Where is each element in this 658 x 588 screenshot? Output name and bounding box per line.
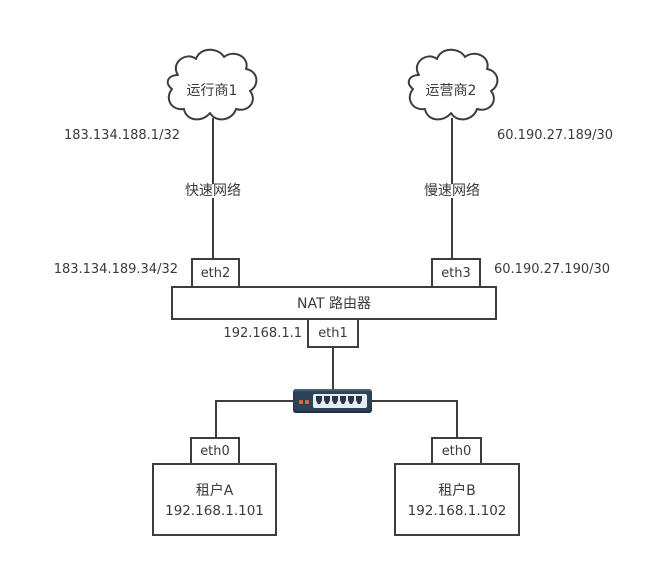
carrier1-cloud-icon <box>166 48 258 121</box>
nat-router-label: NAT 路由器 <box>297 296 371 312</box>
tenant-b-eth0-label: eth0 <box>441 443 472 459</box>
tenant-b-eth0-box: eth0 <box>431 437 482 465</box>
carrier1-ip-label: 183.134.188.1/32 <box>63 128 180 143</box>
switch-port-icon <box>324 396 330 404</box>
switch-port-icon <box>340 396 346 404</box>
nat-router-box: NAT 路由器 <box>171 286 497 320</box>
eth2-ip-label: 183.134.189.34/32 <box>53 262 178 277</box>
switch-port-icon <box>332 396 338 404</box>
carrier2-cloud-icon <box>407 48 499 121</box>
eth1-label: eth1 <box>318 325 348 341</box>
switch-led-icon <box>299 400 303 404</box>
tenant-b-name: 租户B <box>438 483 476 499</box>
tenant-b-box: 租户B 192.168.1.102 <box>394 463 520 536</box>
tenant-b-ip: 192.168.1.102 <box>407 503 507 519</box>
carrier2-label: 运营商2 <box>425 83 477 99</box>
carrier2-ip-label: 60.190.27.189/30 <box>497 128 614 143</box>
eth3-ip-label: 60.190.27.190/30 <box>494 262 611 277</box>
eth1-ip-label: 192.168.1.1 <box>223 326 302 341</box>
slow-network-label: 慢速网络 <box>420 184 484 198</box>
switch-tenant-b-line <box>370 400 458 438</box>
tenant-a-ip: 192.168.1.101 <box>165 503 264 519</box>
switch-tenant-a-line <box>215 400 295 438</box>
tenant-a-eth0-box: eth0 <box>190 437 240 465</box>
carrier1-label: 运行商1 <box>186 83 238 99</box>
tenant-a-eth0-label: eth0 <box>200 443 230 459</box>
eth3-box: eth3 <box>431 258 481 288</box>
switch-port-icon <box>316 396 322 404</box>
switch-led-icon <box>305 400 309 404</box>
eth1-box: eth1 <box>307 318 359 348</box>
switch-port-icon <box>348 396 354 404</box>
switch-port-icon <box>356 396 362 404</box>
switch-port-panel <box>313 394 367 408</box>
tenant-a-name: 租户A <box>195 483 234 499</box>
eth2-box: eth2 <box>191 258 240 288</box>
tenant-a-box: 租户A 192.168.1.101 <box>152 463 277 536</box>
switch-icon <box>293 389 372 413</box>
eth3-label: eth3 <box>441 265 471 281</box>
eth2-label: eth2 <box>200 265 231 281</box>
fast-network-label: 快速网络 <box>181 184 245 198</box>
